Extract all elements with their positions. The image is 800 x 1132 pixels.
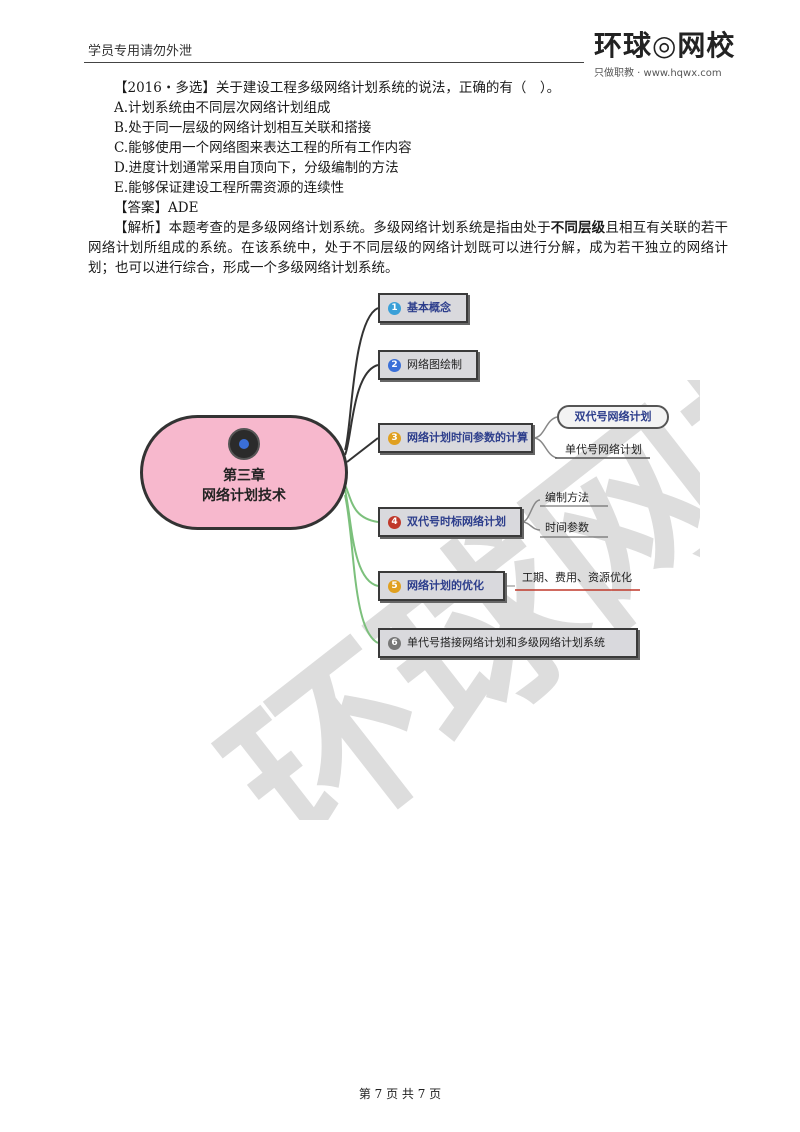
option-e: E.能够保证建设工程所需资源的连续性 [114, 180, 345, 196]
subnode-3b: 单代号网络计划 [565, 443, 642, 456]
mindmap-center-node: 第三章 网络计划技术 [140, 415, 348, 530]
connector-5 [344, 489, 379, 587]
question-block: 【2016・多选】关于建设工程多级网络计划系统的说法，正确的有（ ）。 A.计划… [88, 78, 728, 278]
analysis-emphasis: 不同层级 [550, 220, 606, 236]
subnode-4a: 编制方法 [545, 491, 589, 504]
connector-3a [532, 416, 558, 439]
node-label: 网络图绘制 [407, 358, 462, 371]
connector-4b [521, 521, 541, 531]
option-b: B.处于同一层级的网络计划相互关联和搭接 [114, 120, 372, 136]
connector-6 [344, 494, 379, 644]
node-label: 单代号搭接网络计划和多级网络计划系统 [407, 636, 605, 649]
analysis-suffix: 且相互有关联的若干网络计划所组成的系统。在该系统中，处于不同层级的网络计划既可以… [88, 220, 729, 276]
node-label: 网络计划时间参数的计算 [407, 431, 528, 444]
question-stem: 【2016・多选】关于建设工程多级网络计划系统的说法，正确的有（ ）。 [114, 80, 561, 96]
answer-line: 【答案】ADE [114, 200, 199, 216]
subnode-5a: 工期、费用、资源优化 [522, 571, 632, 584]
brand-logo: 环球◎网校 只做职教 · www.hqwx.com [594, 30, 744, 82]
option-d: D.进度计划通常采用自顶向下，分级编制的方法 [114, 160, 399, 176]
node-number-badge: 2 [388, 358, 401, 372]
connector-1 [344, 307, 379, 451]
analysis-paragraph: 【解析】本题考查的是多级网络计划系统。多级网络计划系统是指由处于不同层级且相互有… [88, 218, 728, 278]
compass-icon [228, 428, 260, 460]
node-number-badge: 4 [388, 515, 401, 529]
option-a: A.计划系统由不同层次网络计划组成 [114, 100, 331, 116]
node-number-badge: 6 [388, 636, 401, 650]
analysis-prefix: 【解析】本题考查的是多级网络计划系统。多级网络计划系统是指由处于 [114, 220, 551, 236]
page-number: 第 7 页 共 7 页 [358, 1087, 442, 1101]
logo-tagline: 只做职教 · www.hqwx.com [594, 68, 722, 79]
node-number-badge: 5 [388, 579, 401, 593]
connector-3b [532, 437, 558, 459]
connector-4a [521, 499, 541, 523]
mindmap-node-4: 4 双代号时标网络计划 [378, 507, 522, 537]
header-divider [84, 62, 584, 63]
mindmap-node-3: 3 网络计划时间参数的计算 [378, 423, 533, 453]
subnode-3a: 双代号网络计划 [557, 405, 669, 429]
center-title-line2: 网络计划技术 [202, 488, 286, 504]
connector-4 [344, 484, 379, 523]
center-title-line1: 第三章 [223, 468, 265, 484]
subnode-4b: 时间参数 [545, 521, 589, 534]
logo-wordmark: 环球◎网校 [594, 29, 736, 62]
connector-2 [344, 364, 379, 456]
node-number-badge: 3 [388, 431, 401, 445]
header-confidential-note: 学员专用请勿外泄 [88, 44, 193, 59]
node-number-badge: 1 [388, 301, 401, 315]
mindmap-node-5: 5 网络计划的优化 [378, 571, 505, 601]
mindmap-node-2: 2 网络图绘制 [378, 350, 478, 380]
connector-3 [346, 437, 379, 463]
mindmap-node-6: 6 单代号搭接网络计划和多级网络计划系统 [378, 628, 638, 658]
option-c: C.能够使用一个网络图来表达工程的所有工作内容 [114, 140, 412, 156]
node-label: 网络计划的优化 [407, 579, 484, 592]
node-label: 双代号时标网络计划 [407, 515, 506, 528]
mindmap-node-1: 1 基本概念 [378, 293, 468, 323]
node-label: 基本概念 [407, 301, 451, 314]
